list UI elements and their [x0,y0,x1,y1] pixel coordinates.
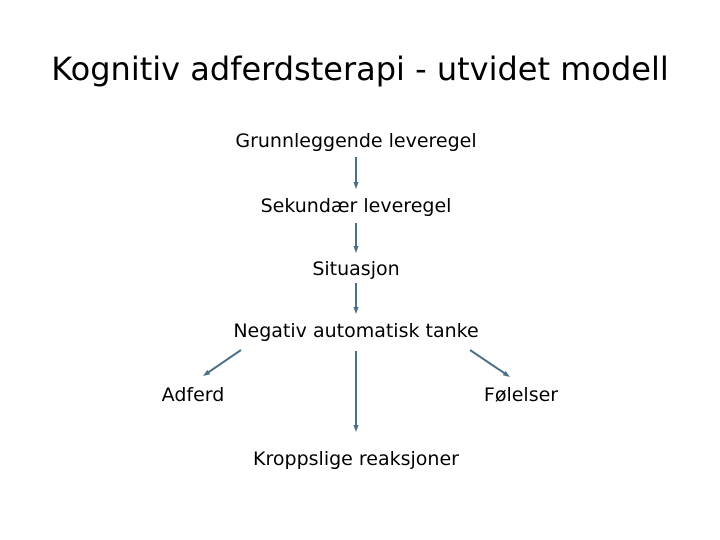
arrowhead-icon [353,182,359,189]
node-adferd: Adferd [161,384,225,406]
connector-sekundaer-to-situasjon [353,223,359,253]
connector-grunnleggende-to-sekundaer [353,157,359,189]
arrowhead-icon [502,370,510,377]
node-situasjon: Situasjon [312,258,400,280]
node-kroppslige: Kroppslige reaksjoner [253,448,459,470]
connector-situasjon-to-negativ [353,283,359,314]
node-sekundaer: Sekundær leveregel [260,195,452,217]
connector-negativ-to-adferd [203,349,242,376]
node-negativ: Negativ automatisk tanke [233,320,479,342]
connector-negativ-to-kroppslige [353,351,359,432]
arrowhead-icon [353,246,359,253]
arrowhead-icon [353,307,359,314]
connector-line [469,349,508,376]
node-grunnleggende: Grunnleggende leveregel [235,130,477,152]
arrowhead-icon [353,425,359,432]
node-folelser: Følelser [483,384,559,406]
page-title: Kognitiv adferdsterapi - utvidet modell [51,50,669,88]
connector-line [205,349,242,375]
arrowhead-icon [203,369,211,376]
connector-negativ-to-folelser [469,349,510,377]
